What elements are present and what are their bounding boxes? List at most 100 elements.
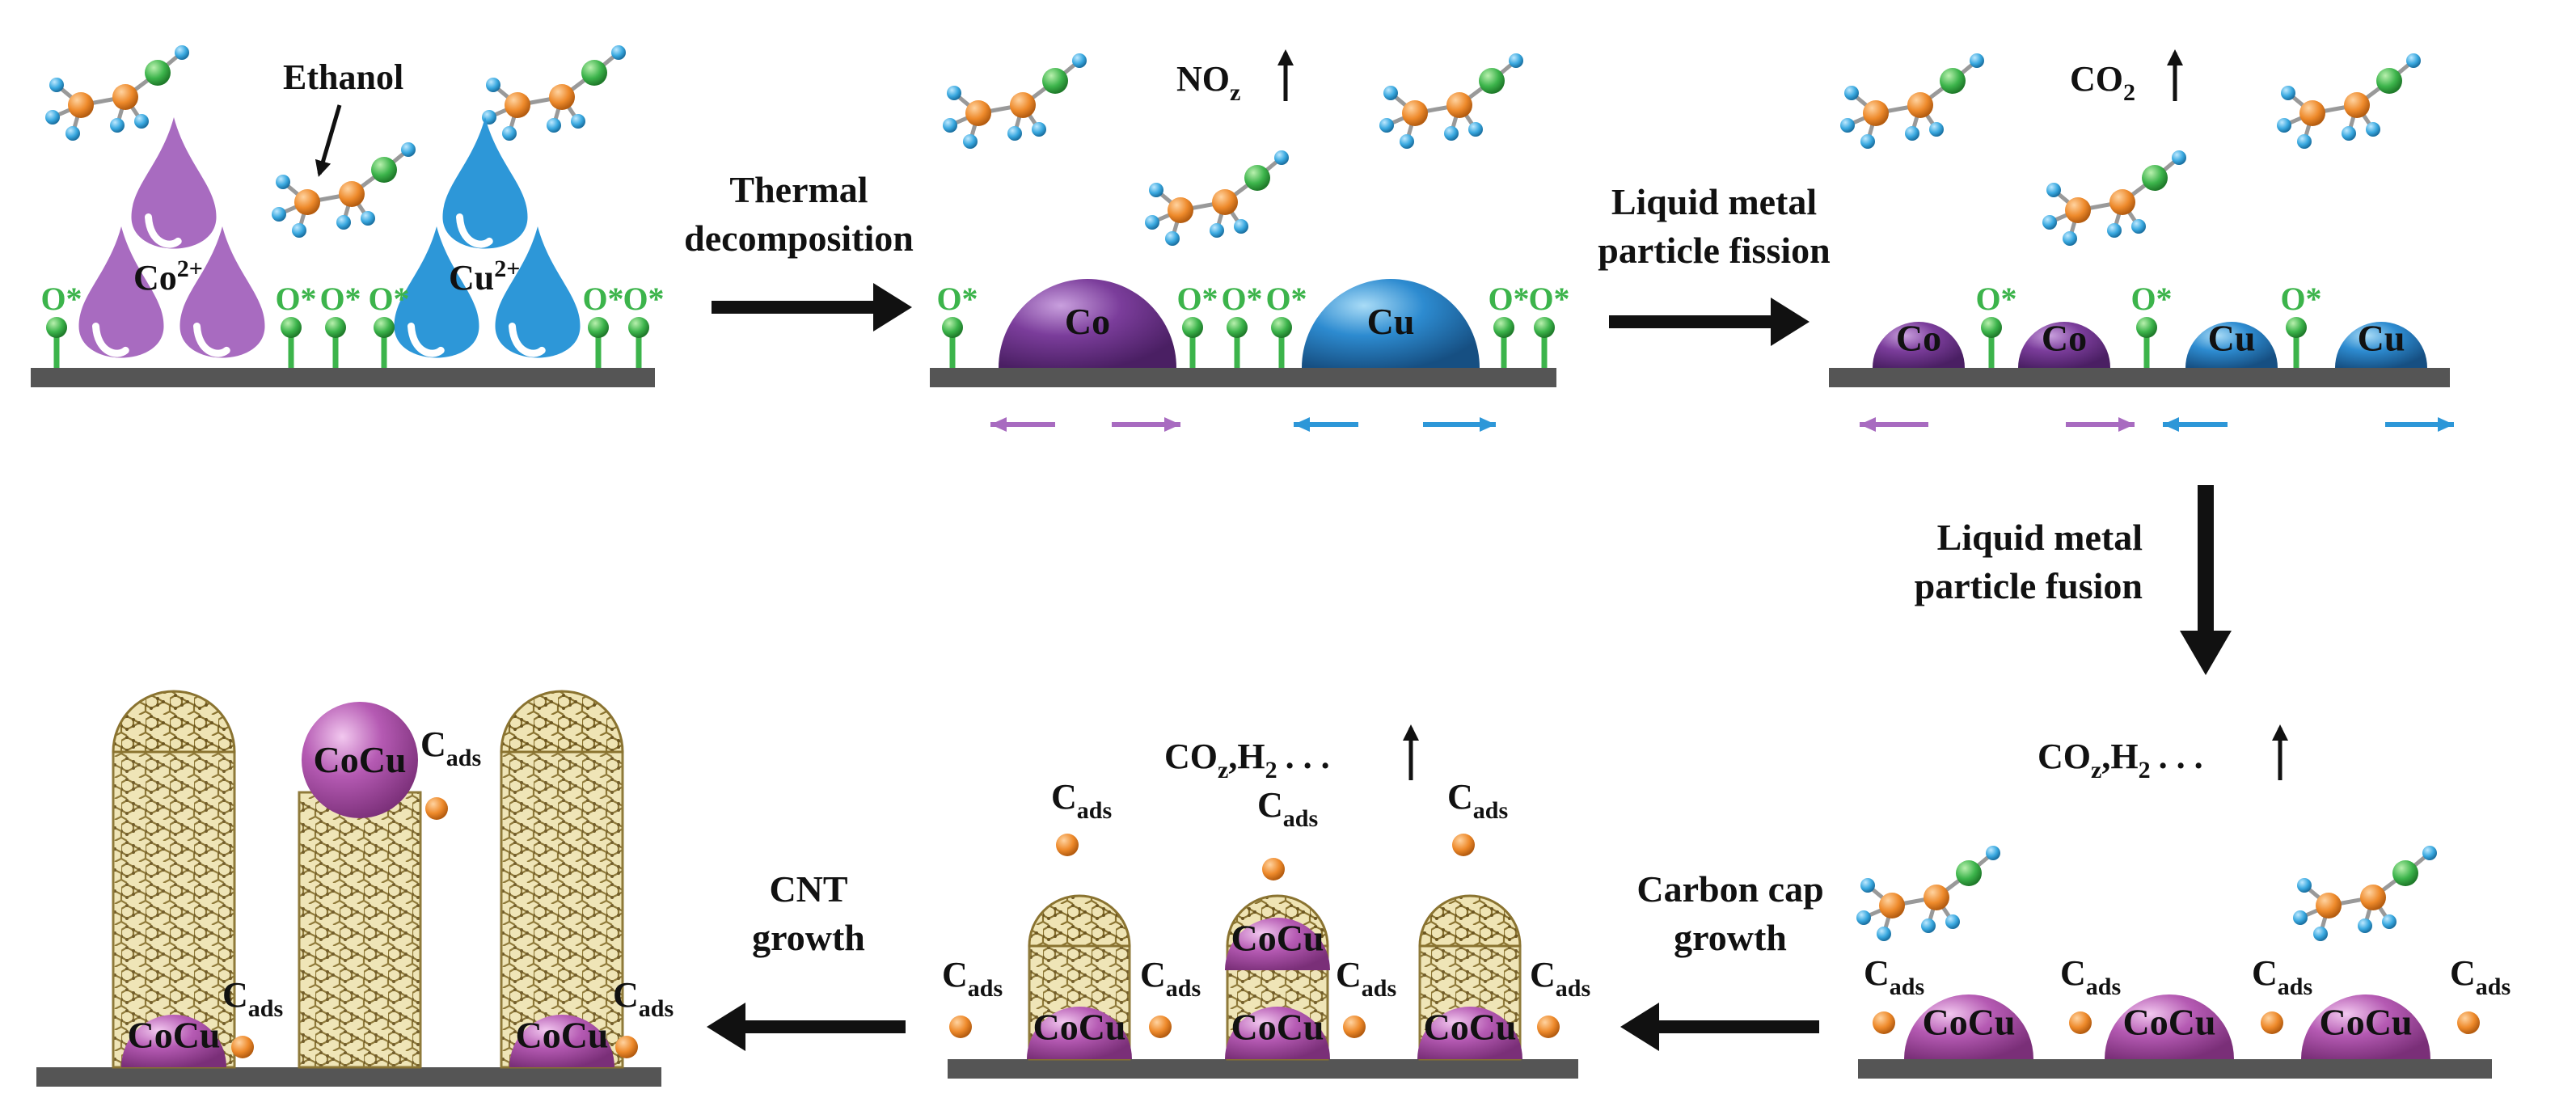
c-ads-label: Cads: [1257, 785, 1318, 832]
carbon-atom: [294, 189, 320, 215]
droplet-highlight: [145, 213, 182, 248]
co-small-particle-label: Co: [2042, 317, 2087, 358]
arrow-thermal: [712, 283, 912, 331]
carbon-nanotube: [298, 791, 422, 1069]
migration-arrow-head: [1480, 417, 1496, 432]
ethanol-molecule: [482, 45, 626, 141]
step-fusion-line1: Liquid metal: [1937, 517, 2143, 558]
hydrogen-atom: [2342, 126, 2356, 141]
co-particle-shape: [999, 279, 1176, 368]
c-ads-label: Cads: [1336, 955, 1396, 1002]
droplet-body: [131, 117, 217, 249]
cocu-particle: CoCu: [2301, 994, 2430, 1059]
ethanol-molecule: [2042, 150, 2186, 246]
cocu-particle-label: CoCu: [1231, 1006, 1324, 1047]
carbon-atom: [2360, 885, 2386, 910]
o-star-label: O*: [623, 281, 664, 317]
droplet-highlight: [408, 323, 445, 357]
o-star-head: [942, 317, 963, 338]
hydrogen-atom: [336, 215, 351, 230]
o-star-label: O*: [1488, 281, 1529, 317]
co-particle: Co: [999, 279, 1176, 368]
droplet-highlight: [456, 213, 493, 248]
ethanol-molecule: [1856, 846, 2000, 941]
hydrogen-atom: [1945, 914, 1960, 929]
tube-cap: [500, 690, 624, 754]
hydrogen-atom: [1032, 122, 1046, 137]
step-cnt-line2: growth: [752, 917, 865, 958]
cocu-particle-label: CoCu: [2319, 1002, 2412, 1043]
cocu-particle-label: CoCu: [2122, 1002, 2215, 1043]
c-ads-atom: [1452, 834, 1475, 856]
tube-cap: [112, 690, 236, 754]
droplet-highlight: [509, 323, 546, 357]
cu-particle-shape: [1302, 279, 1480, 368]
c-ads-label: Cads: [1140, 955, 1201, 1002]
hydrogen-atom: [272, 207, 286, 222]
o-star-label: O*: [40, 281, 82, 317]
cu-small-particle-label: Cu: [2358, 317, 2405, 358]
c-ads-atom: [1262, 858, 1285, 880]
carbon-nanotube: [112, 690, 236, 1069]
carbon-atom: [1879, 893, 1905, 918]
hydrogen-atom: [1444, 126, 1459, 141]
hydrogen-atom: [1877, 927, 1891, 941]
hydrogen-atom: [1509, 53, 1523, 68]
oxygen-atom: [371, 157, 397, 183]
cocu-particle: CoCu: [1904, 994, 2033, 1059]
hydrogen-atom: [1986, 846, 2000, 860]
tube-wall: [298, 791, 422, 1069]
o-star-site: O*: [936, 281, 978, 368]
cocu-particle-shape: [1904, 994, 2033, 1059]
cocu-particle-shape: [1417, 1007, 1522, 1059]
substrate-bar: [1829, 368, 2450, 387]
oxygen-atom: [2392, 860, 2418, 886]
c-ads-label: Cads: [1864, 953, 1924, 1000]
hydrogen-atom: [175, 45, 189, 60]
panel-1: Ethanol Co2+ Cu2+: [133, 57, 520, 298]
o-star-site: O*: [1528, 281, 1570, 368]
c-ads-atom: [1149, 1016, 1172, 1038]
step-cap-line1: Carbon cap: [1636, 868, 1823, 910]
hydrogen-atom: [1072, 53, 1087, 68]
noz-label: NOz: [1176, 59, 1240, 106]
coz-h2-label-middle: COz,H2. . .: [1164, 737, 1330, 783]
hydrogen-atom: [1379, 118, 1394, 133]
o-star-site: O*: [319, 281, 361, 368]
hydrogen-atom: [2107, 223, 2122, 238]
c-ads-label: Cads: [1447, 777, 1508, 824]
migration-arrow-head: [2118, 417, 2135, 432]
substrate-bar: [1858, 1059, 2492, 1079]
o-star-head: [325, 317, 346, 338]
cocu-particle-label: CoCu: [1423, 1006, 1516, 1047]
o-star-label: O*: [368, 281, 409, 317]
hydrogen-atom: [571, 114, 585, 129]
o-star-label: O*: [1975, 281, 2016, 317]
hydrogen-atom: [1468, 122, 1483, 137]
c-ads-label: Cads: [613, 975, 674, 1022]
hydrogen-atom: [134, 114, 149, 129]
co-particle-label: Co: [1065, 301, 1110, 342]
panel-3: CO2: [2070, 49, 2183, 106]
tube-cap: [1418, 894, 1522, 948]
hydrogen-atom: [1860, 134, 1875, 149]
c-ads-label: Cads: [1051, 777, 1112, 824]
hydrogen-atom: [1921, 918, 1936, 933]
o-star-site: O*: [1265, 281, 1307, 368]
arrow-cnt: [707, 1003, 906, 1051]
c-ads-atom: [2457, 1011, 2480, 1034]
hydrogen-atom: [2046, 183, 2061, 197]
c-ads-atom: [425, 797, 448, 820]
o-star-site: O*: [1221, 281, 1263, 368]
oxygen-atom: [581, 60, 607, 86]
c-ads-atom: [615, 1036, 638, 1058]
o-star-label: O*: [319, 281, 361, 317]
ethanol-molecule: [272, 142, 416, 238]
step-thermal-line2: decomposition: [684, 217, 914, 259]
cocu-particle: CoCu: [509, 1014, 614, 1067]
hydrogen-atom: [1274, 150, 1289, 165]
cocu-particle: CoCu: [1027, 1006, 1132, 1059]
c-ads-label: Cads: [2252, 953, 2312, 1000]
droplet-body: [442, 117, 528, 249]
carbon-atom: [505, 92, 530, 118]
